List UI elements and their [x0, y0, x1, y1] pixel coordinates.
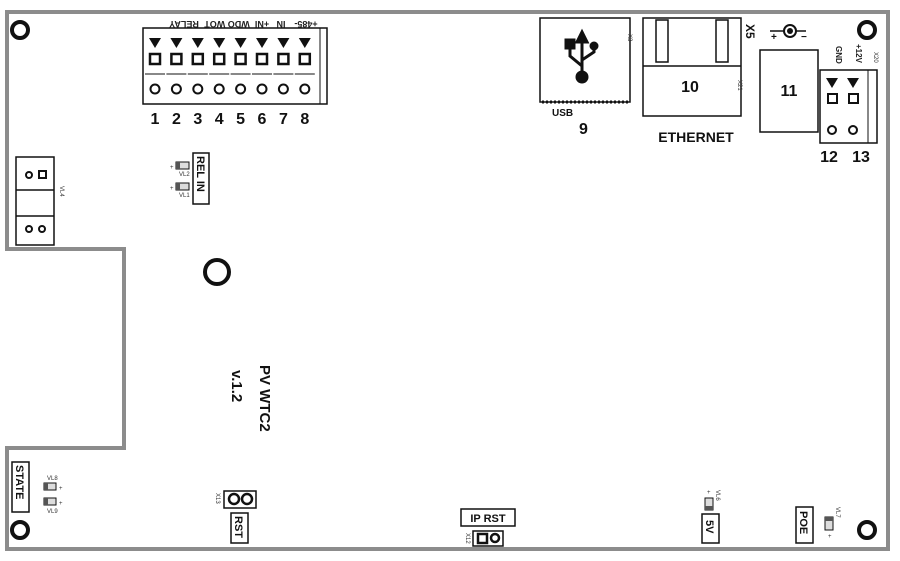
- gnd-label: GND: [834, 46, 843, 64]
- usb-connector: X3: [539, 17, 632, 104]
- svg-text:+: +: [170, 165, 174, 171]
- usb-label: USB: [552, 108, 573, 119]
- ethernet-ref: X21: [736, 80, 742, 91]
- svg-text:VL8: VL8: [47, 476, 58, 482]
- terminal-pin-4: [209, 38, 230, 95]
- usb-number: 9: [579, 121, 588, 138]
- state-label: STATE: [13, 465, 25, 499]
- rst-header: X13: [214, 490, 257, 509]
- power-ref: X20: [872, 52, 878, 63]
- ethernet-label: ETHERNET: [658, 129, 734, 145]
- v12-label: +12V: [854, 44, 863, 64]
- usb-ref: X3: [626, 34, 632, 42]
- dc-jack: [759, 49, 819, 133]
- ip-rst-ref: X12: [464, 533, 470, 544]
- v12-number: 13: [852, 149, 870, 166]
- svg-text:+: +: [59, 501, 63, 507]
- board-name: PV WTC2: [256, 365, 273, 432]
- power-terminal: [819, 69, 878, 144]
- left-connector-ref: VL4: [58, 186, 64, 197]
- terminal-block: [142, 27, 328, 105]
- svg-text:VL1: VL1: [179, 193, 190, 199]
- led-vl2: + VL2: [170, 161, 190, 178]
- terminal-pin-6: [252, 38, 272, 95]
- pin-number-1: 1: [151, 111, 160, 128]
- svg-text:+: +: [59, 486, 63, 492]
- header-label-relay: RELAY: [169, 19, 199, 29]
- poe-box: [795, 506, 814, 544]
- terminal-pin-8: [294, 38, 315, 95]
- pin-number-2: 2: [172, 111, 181, 128]
- rel-in-label: REL IN: [194, 156, 206, 192]
- left-connector: VL4: [15, 156, 64, 246]
- board-version: v.1.2: [228, 370, 245, 402]
- terminal-pin-3: [187, 38, 208, 95]
- terminal-header-labels: RELAY WDO WOT +NI IN +485-: [169, 19, 317, 29]
- polarity-minus: −: [801, 32, 807, 43]
- five-v-box: [701, 513, 720, 544]
- pin-number-5: 5: [236, 111, 245, 128]
- mounting-hole-top-right: [857, 20, 877, 40]
- led-vl9: VL9 +: [43, 497, 63, 515]
- pin-number-4: 4: [215, 111, 224, 128]
- terminal-pin-2: [166, 38, 187, 95]
- rst-label: RST: [232, 516, 244, 538]
- ip-rst-header: X12: [464, 530, 504, 547]
- pin-number-6: 6: [258, 111, 267, 128]
- terminal-pin-5: [230, 38, 251, 95]
- rel-in-box: [192, 152, 210, 205]
- mounting-hole-bottom-left: [10, 520, 30, 540]
- board-outline: [5, 10, 890, 551]
- led-vl1: + VL1: [170, 182, 190, 199]
- terminal-pin-1: [145, 38, 165, 95]
- terminal-pin-7: [273, 38, 294, 95]
- header-label-485: +485-: [294, 19, 317, 29]
- usb-icon: [564, 28, 599, 84]
- ethernet-connector: X21: [642, 17, 742, 117]
- pin-number-3: 3: [193, 111, 202, 128]
- led-vl7: + VL7: [824, 507, 840, 540]
- five-v-label: 5V: [703, 520, 715, 534]
- pin-number-7: 7: [279, 111, 288, 128]
- x5-label: X5: [743, 24, 757, 39]
- header-label-in-plus: +NI: [255, 19, 269, 29]
- mounting-hole-top-left: [10, 20, 30, 40]
- led-vl6: + VL6: [704, 490, 720, 511]
- poe-label: POE: [797, 511, 809, 534]
- ethernet-number: 10: [681, 79, 699, 96]
- ip-rst-box: [460, 508, 516, 527]
- mounting-hole-bottom-right: [857, 520, 877, 540]
- dc-jack-number: 11: [781, 83, 798, 100]
- gnd-number: 12: [820, 149, 838, 166]
- svg-text:+: +: [170, 186, 174, 192]
- header-label-wdo: WDO WOT: [204, 19, 250, 29]
- svg-text:VL7: VL7: [834, 507, 840, 518]
- rst-box: [230, 512, 249, 544]
- header-label-in: IN: [277, 19, 286, 29]
- svg-text:VL2: VL2: [179, 172, 190, 178]
- state-box: [11, 461, 30, 513]
- svg-text:+: +: [828, 534, 832, 540]
- pin-number-8: 8: [300, 111, 309, 128]
- svg-text:VL6: VL6: [714, 490, 720, 501]
- ip-rst-label: IP RST: [470, 513, 506, 525]
- svg-text:+: +: [707, 490, 711, 496]
- led-vl8: VL8 +: [43, 476, 63, 492]
- svg-text:VL9: VL9: [47, 509, 58, 515]
- polarity-plus: +: [771, 32, 777, 43]
- mounting-hole-center: [203, 258, 231, 286]
- mounting-holes: [10, 20, 877, 540]
- dc-polarity-symbol: + −: [770, 24, 807, 43]
- rst-ref: X13: [214, 493, 220, 504]
